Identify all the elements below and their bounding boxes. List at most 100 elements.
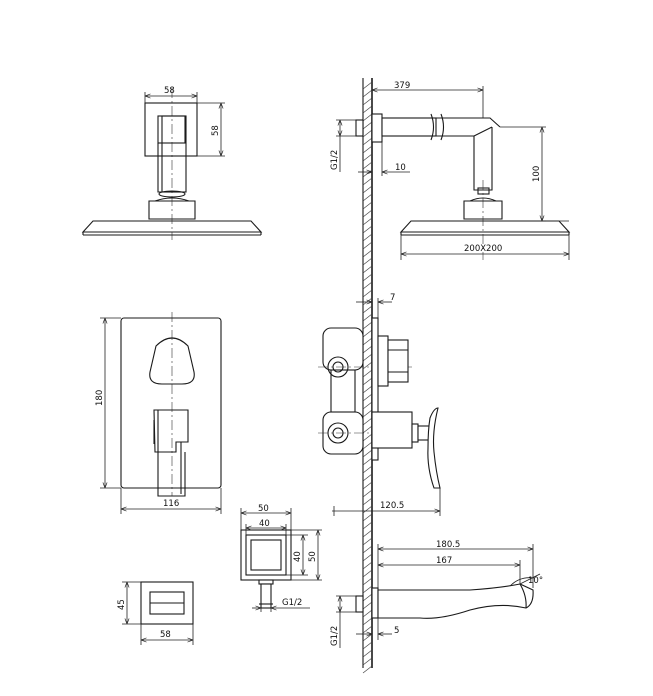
wall-hatch-line: [362, 457, 373, 466]
dim-wall-offset: 10: [358, 142, 410, 176]
wall-hatch-line: [362, 281, 373, 290]
wall-hatch-line: [362, 89, 373, 98]
wall-hatch-line: [362, 121, 373, 130]
wall-hatch-line: [362, 313, 373, 322]
wall-hatch-line: [362, 665, 373, 674]
wall-hatch-line: [362, 593, 373, 602]
wall-hatch-line: [362, 337, 373, 346]
wall-hatch-line: [362, 609, 373, 618]
wall-hatch-line: [362, 217, 373, 226]
dim-cover-offset: 7: [356, 293, 395, 318]
wall-outlet-front-view: [240, 529, 292, 609]
wall-hatch-line: [362, 585, 373, 594]
dim-plate-width-label: 116: [163, 499, 179, 509]
spout-flange-front-view: [140, 581, 194, 625]
wall-hatch-line: [362, 401, 373, 410]
wall-hatch-line: [362, 393, 373, 402]
mixer-body-side-view: [318, 317, 441, 489]
wall-hatch-line: [362, 105, 373, 114]
dim-cover-offset-label: 7: [390, 293, 395, 303]
wall-hatch-line: [362, 425, 373, 434]
dim-head-width-top-label: 58: [164, 86, 175, 96]
wall-hatch-line: [362, 297, 373, 306]
wall-hatch-line: [362, 537, 373, 546]
wall-hatch-line: [362, 633, 373, 642]
wall-hatch-line: [362, 369, 373, 378]
wall-hatch-line: [362, 169, 373, 178]
dim-mixer-depth-label: 120.5: [380, 501, 404, 511]
wall-hatch-line: [362, 321, 373, 330]
wall-hatch-line: [362, 257, 373, 266]
wall-hatch-line: [362, 657, 373, 666]
dim-outlet-thread-label: G1/2: [282, 598, 302, 608]
dim-flange-height-label: 45: [117, 599, 127, 610]
wall-hatch-line: [362, 441, 373, 450]
wall-hatch-line: [362, 305, 373, 314]
wall-hatch-line: [362, 473, 373, 482]
dim-flange-width: 58: [140, 624, 194, 645]
wall-hatch-line: [362, 137, 373, 146]
wall-hatch-line: [362, 233, 373, 242]
shower-head-front-view: [81, 88, 263, 240]
wall-hatch-line: [362, 113, 373, 122]
wall-hatch-line: [362, 193, 373, 202]
dim-spout-offset-label: 5: [394, 626, 399, 636]
wall-hatch-line: [362, 601, 373, 610]
dim-outlet-side-outer-label: 50: [308, 551, 318, 562]
dim-arm-length: 379: [371, 81, 484, 118]
dim-head-height-side: 58: [197, 102, 225, 157]
wall-hatch-line: [362, 81, 373, 90]
dim-spout-total: 180.5: [377, 540, 534, 588]
wall-hatch-line: [362, 561, 373, 570]
dim-head-height-side-label: 58: [211, 125, 221, 136]
wall-hatch-line: [362, 161, 373, 170]
wall-hatch-line: [362, 617, 373, 626]
dim-head-size-label: 200X200: [464, 244, 502, 254]
wall-hatch-line: [362, 513, 373, 522]
wall-hatch-line: [362, 177, 373, 186]
wall-hatch-line: [362, 289, 373, 298]
dim-thread-top: G1/2: [330, 119, 356, 172]
dim-plate-width: 116: [120, 488, 222, 514]
wall-hatch-line: [362, 129, 373, 138]
dim-spout-total-label: 180.5: [436, 540, 460, 550]
wall-hatch-line: [362, 97, 373, 106]
wall-hatch-line: [362, 153, 373, 162]
dim-outlet-outer: 50: [240, 504, 292, 530]
dim-outlet-side-inner-label: 40: [293, 551, 303, 562]
wall-hatch-line: [362, 417, 373, 426]
dim-drop-height: 100: [500, 126, 569, 222]
wall-hatch-line: [362, 497, 373, 506]
dim-arm-length-label: 379: [394, 81, 410, 91]
wall-hatch-line: [362, 449, 373, 458]
wall-hatch-line: [362, 409, 373, 418]
wall-hatch-line: [362, 265, 373, 274]
wall-hatch-line: [362, 529, 373, 538]
wall-hatch-line: [362, 145, 373, 154]
dim-outlet-inner-label: 40: [259, 519, 270, 529]
dim-wall-offset-label: 10: [395, 163, 406, 173]
wall-section: [362, 78, 373, 674]
wall-hatch-line: [362, 201, 373, 210]
wall-hatch-line: [362, 241, 373, 250]
wall-hatch-line: [362, 545, 373, 554]
wall-hatch-line: [362, 505, 373, 514]
wall-hatch-line: [362, 353, 373, 362]
wall-hatch-line: [362, 489, 373, 498]
wall-hatch-line: [362, 385, 373, 394]
dim-drop-height-label: 100: [532, 166, 542, 182]
wall-hatch-line: [362, 465, 373, 474]
spout-side-view: [355, 583, 534, 619]
wall-hatch-line: [362, 649, 373, 658]
wall-hatch-line: [362, 209, 373, 218]
wall-hatch-line: [362, 185, 373, 194]
dim-spout-offset: 5: [356, 618, 399, 640]
dim-outlet-side-inner: 40: [286, 534, 308, 576]
wall-hatch-line: [362, 625, 373, 634]
wall-hatch-line: [362, 273, 373, 282]
dim-flange-height: 45: [117, 581, 141, 625]
wall-hatch-line: [362, 433, 373, 442]
wall-hatch-line: [362, 569, 373, 578]
wall-hatch-line: [362, 553, 373, 562]
